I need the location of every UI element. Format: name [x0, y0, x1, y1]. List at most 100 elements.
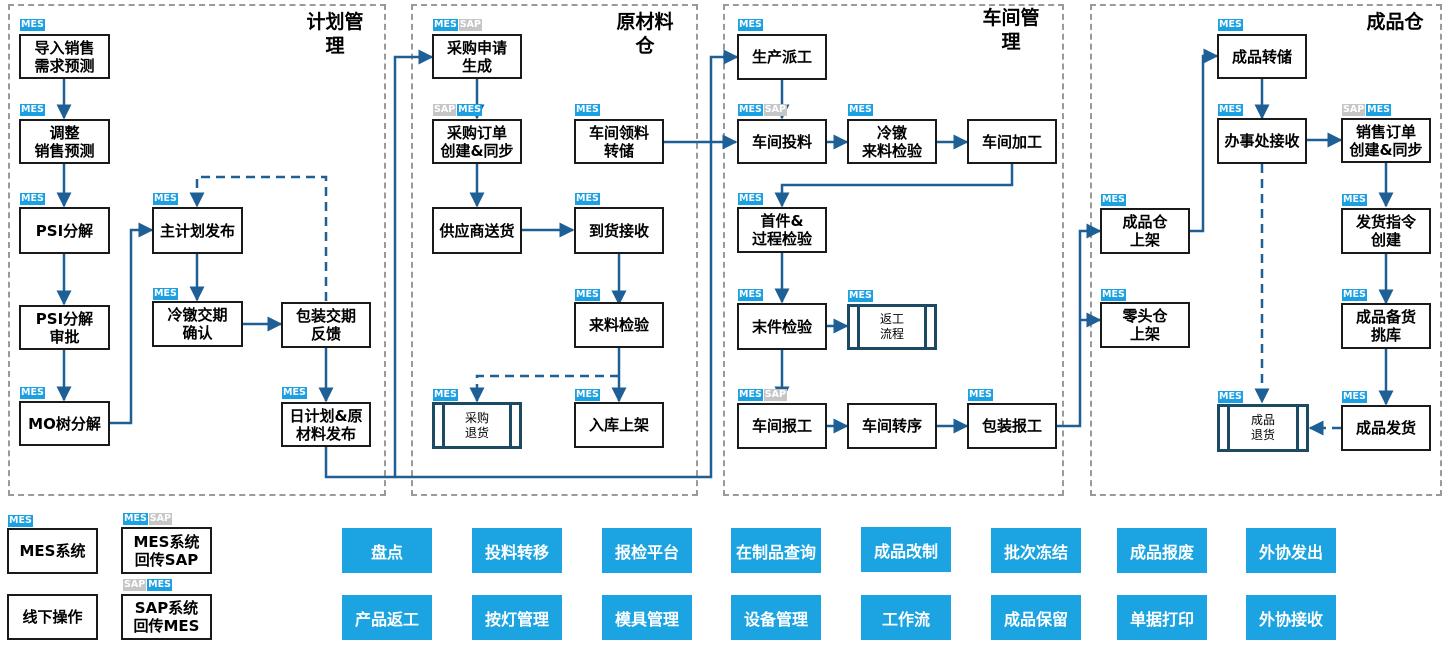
module-chip[interactable]: 单据打印	[1117, 595, 1207, 640]
mes-tag: MES	[848, 290, 873, 302]
module-chip[interactable]: 按灯管理	[472, 595, 562, 640]
legend-mes-to-sap: MES系统 回传SAP	[121, 527, 212, 574]
node-office-receive[interactable]: 办事处接收	[1217, 118, 1307, 164]
node-odd-shelf[interactable]: 零头仓 上架	[1100, 302, 1190, 348]
module-chip[interactable]: 成品改制	[861, 527, 951, 572]
system-tags: MES	[153, 193, 178, 205]
section-title-shop: 车间管 理	[982, 7, 1040, 53]
node-report[interactable]: 车间报工	[737, 403, 827, 449]
node-ship-instr[interactable]: 发货指令 创建	[1341, 208, 1431, 254]
system-tags: MES	[20, 193, 45, 205]
mes-tag: MES	[1218, 391, 1243, 403]
node-import-forecast[interactable]: 导入销售 需求预测	[19, 34, 110, 79]
module-chip[interactable]: 批次冻结	[991, 528, 1081, 573]
mes-tag: MES	[738, 389, 763, 401]
system-tags: MES	[1342, 194, 1367, 206]
node-first-check[interactable]: 首件& 过程检验	[737, 207, 827, 253]
node-cold-confirm[interactable]: 冷镦交期 确认	[152, 301, 243, 347]
mes-tag: MES	[433, 389, 458, 401]
mes-tag: MES	[20, 104, 45, 116]
node-daily-plan[interactable]: 日计划&原 材料发布	[281, 402, 371, 447]
node-pack-feedback[interactable]: 包装交期 反馈	[281, 302, 371, 348]
node-last-check[interactable]: 末件检验	[737, 303, 827, 350]
section-title-plan: 计划管 理	[306, 11, 364, 57]
module-chip[interactable]: 设备管理	[731, 595, 821, 640]
node-dispatch[interactable]: 生产派工	[737, 34, 827, 80]
section-title-fg: 成品仓	[1366, 11, 1424, 33]
system-tags: MES	[575, 389, 600, 401]
mes-tag: MES	[123, 513, 148, 525]
module-chip[interactable]: 产品返工	[342, 595, 432, 640]
node-cold-iqc[interactable]: 冷镦 来料检验	[847, 119, 937, 164]
node-supplier-ship[interactable]: 供应商送货	[432, 207, 522, 254]
system-tags: MES	[1218, 391, 1243, 403]
module-chip[interactable]: 工作流	[861, 595, 951, 640]
node-psi-approve[interactable]: PSI分解 审批	[19, 305, 110, 350]
system-tags: MES	[1218, 104, 1243, 116]
system-tags: MES	[1101, 194, 1126, 206]
node-po-create[interactable]: 采购订单 创建&同步	[432, 119, 522, 164]
node-picking[interactable]: 成品备货 挑库	[1341, 303, 1431, 349]
node-putaway[interactable]: 入库上架	[574, 402, 664, 448]
node-workshop-pick[interactable]: 车间领料 转储	[574, 119, 664, 164]
legend-offline: 线下操作	[7, 594, 98, 640]
system-tags: MES	[1342, 289, 1367, 301]
node-purchase-request[interactable]: 采购申请 生成	[432, 34, 522, 79]
mes-tag: MES	[738, 289, 763, 301]
mes-tag: MES	[1218, 19, 1243, 31]
node-master-plan[interactable]: 主计划发布	[152, 207, 243, 254]
section-panel-plan	[8, 4, 386, 496]
module-chip[interactable]: 在制品查询	[731, 528, 821, 573]
node-so-create[interactable]: 销售订单 创建&同步	[1341, 118, 1431, 163]
node-process[interactable]: 车间加工	[967, 119, 1057, 164]
system-tags: MES	[282, 387, 307, 399]
node-iqc[interactable]: 来料检验	[574, 302, 664, 348]
subprocess-purchase-return[interactable]: 采购 退货	[432, 402, 522, 449]
node-receive[interactable]: 到货接收	[574, 207, 664, 254]
mes-tag: MES	[457, 104, 482, 116]
node-pack-report[interactable]: 包装报工	[967, 403, 1057, 449]
mes-tag: MES	[1342, 194, 1367, 206]
section-panel-raw	[411, 4, 698, 496]
mes-tag: MES	[1101, 194, 1126, 206]
module-chip[interactable]: 报检平台	[602, 528, 692, 573]
module-chip[interactable]: 投料转移	[472, 528, 562, 573]
module-chip[interactable]: 成品报废	[1117, 528, 1207, 573]
module-chip[interactable]: 模具管理	[602, 595, 692, 640]
module-chip[interactable]: 盘点	[342, 528, 432, 573]
subprocess-fg-return[interactable]: 成品 退货	[1217, 404, 1309, 452]
sap-tag: SAP	[458, 19, 482, 31]
node-mo-tree[interactable]: MO树分解	[19, 401, 110, 446]
node-fg-shelf[interactable]: 成品仓 上架	[1100, 208, 1190, 254]
module-chip[interactable]: 外协发出	[1246, 528, 1336, 573]
mes-tag: MES	[282, 387, 307, 399]
system-tags: MES	[433, 389, 458, 401]
node-ship[interactable]: 成品发货	[1341, 405, 1431, 451]
module-chip[interactable]: 成品保留	[991, 595, 1081, 640]
system-tags: MES	[738, 289, 763, 301]
system-tags: MES	[1342, 391, 1367, 403]
system-tags: MES	[848, 290, 873, 302]
sap-tag: SAP	[1342, 104, 1366, 116]
node-adjust-forecast[interactable]: 调整 销售预测	[19, 119, 110, 164]
system-tags: MES	[738, 193, 763, 205]
sap-tag: SAP	[123, 579, 147, 591]
sap-tag: SAP	[763, 104, 787, 116]
node-feed[interactable]: 车间投料	[737, 119, 827, 164]
module-chip[interactable]: 外协接收	[1246, 595, 1336, 640]
mes-tag: MES	[433, 19, 458, 31]
section-panel-shop	[723, 4, 1064, 496]
node-fg-transfer[interactable]: 成品转储	[1217, 34, 1307, 79]
system-tags: MES	[738, 19, 763, 31]
node-psi[interactable]: PSI分解	[19, 207, 110, 254]
mes-tag: MES	[1342, 391, 1367, 403]
node-transfer[interactable]: 车间转序	[847, 403, 937, 449]
system-tags: MES	[575, 289, 600, 301]
subprocess-rework[interactable]: 返工 流程	[847, 304, 937, 350]
system-tags: MES	[20, 387, 45, 399]
